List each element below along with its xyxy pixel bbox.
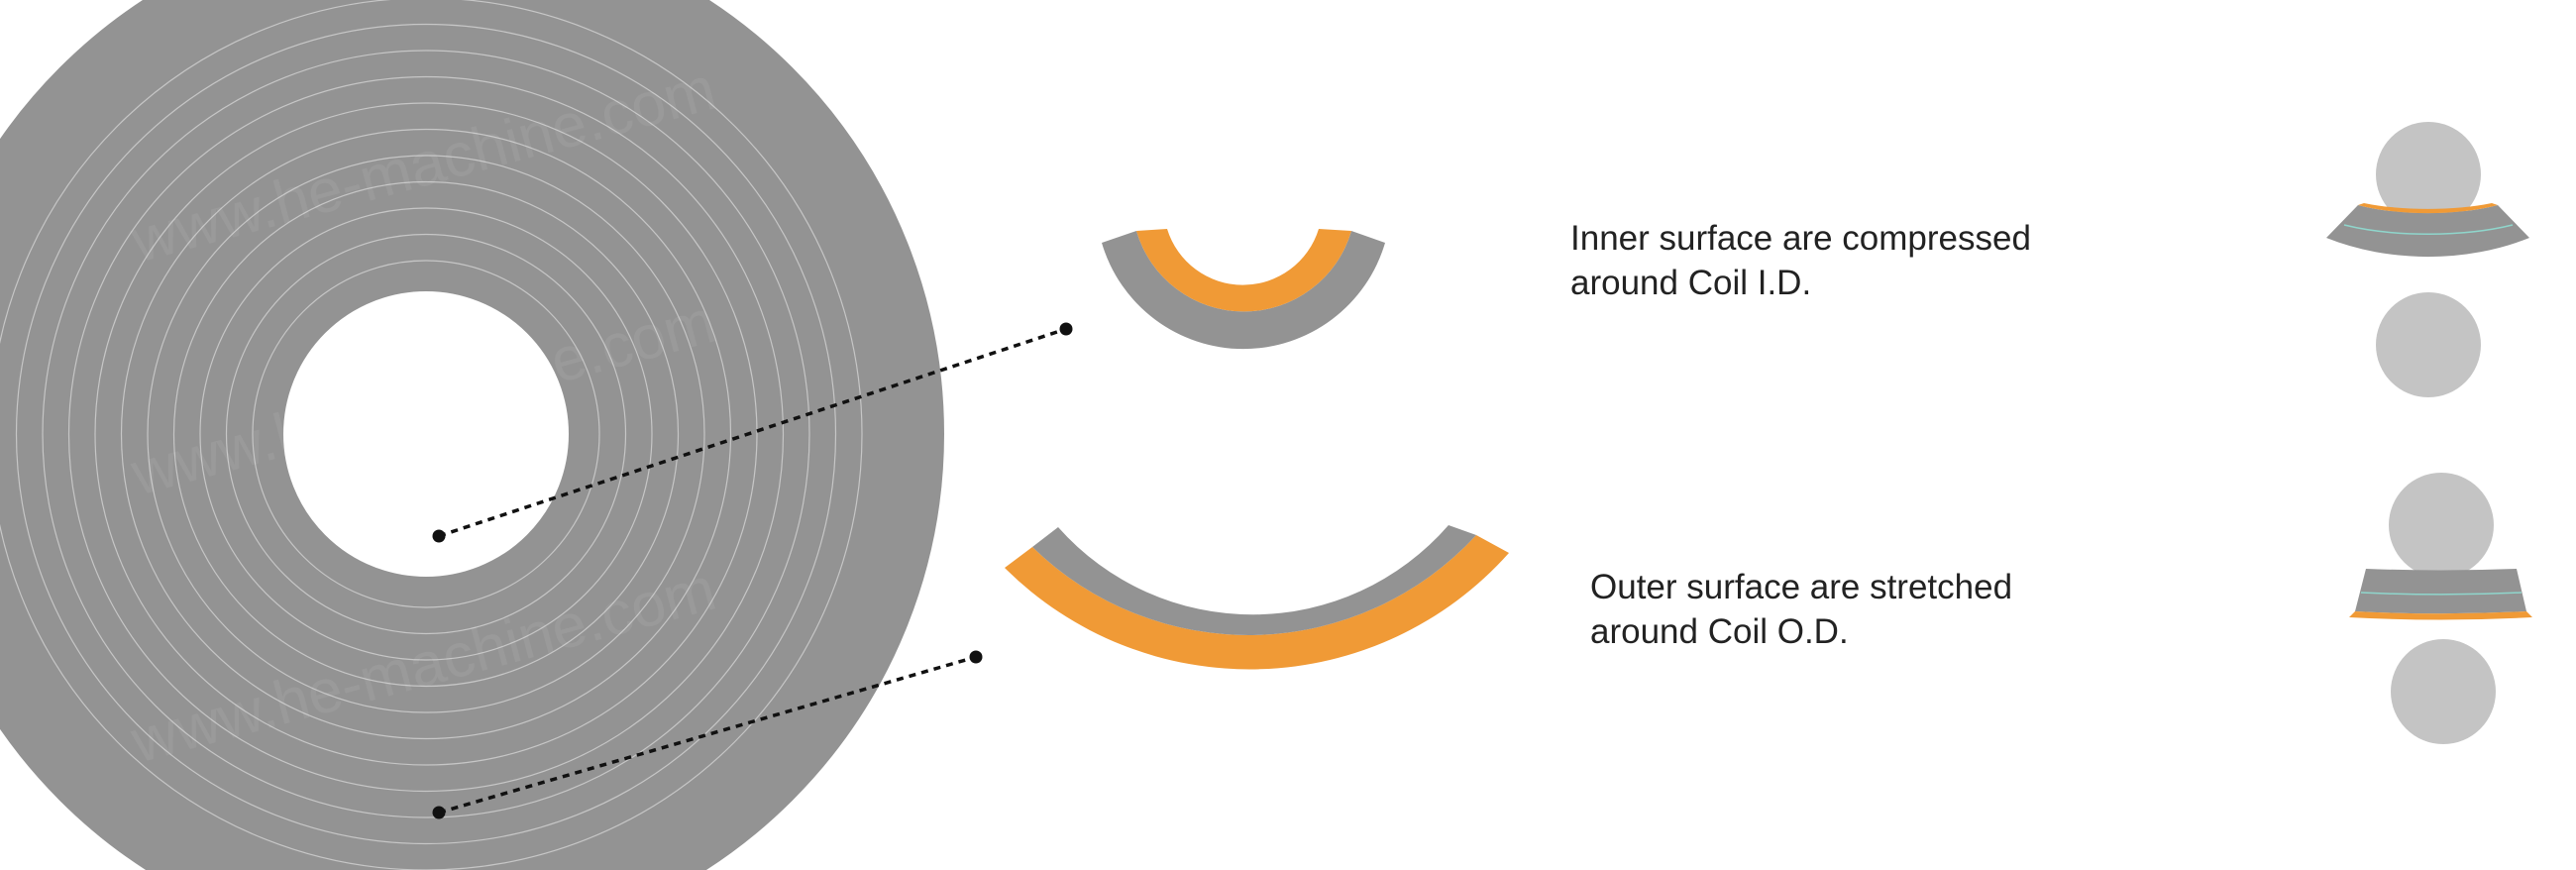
coil-wrap-line [0, 0, 863, 870]
leader-dot-inner-detail [1059, 322, 1073, 336]
leader-dot-outer-detail [969, 650, 983, 664]
roller-bottom [2376, 292, 2481, 397]
watermark-group: www.he-machine.com www.he-machine.com ww… [124, 54, 1813, 777]
roller-top [2376, 122, 2481, 227]
compressed-surface [2358, 203, 2498, 214]
outer-caption-line-2: around Coil O.D. [1590, 612, 1849, 651]
stretched-surface [2349, 611, 2532, 620]
bent-strip [2326, 205, 2529, 258]
leader-line-outer [438, 655, 977, 815]
inner-surface-caption: Inner surface are compressed around Coil… [1570, 216, 2031, 305]
inner-compressed-layer [1136, 229, 1351, 312]
neutral-axis [2360, 592, 2522, 596]
outer-surface-caption: Outer surface are stretched around Coil … [1590, 565, 2012, 654]
inner-caption-line-2: around Coil I.D. [1570, 264, 1812, 302]
coil-wrap-line [42, 50, 810, 818]
inner-strip-segment [1102, 231, 1385, 350]
coil-wrap-line [67, 75, 785, 793]
coil-wrap-line [225, 233, 627, 635]
coil-wrap-line [252, 260, 600, 608]
coil-wrap-line [15, 23, 837, 845]
outer-stretched-layer [1005, 535, 1509, 670]
leader-dot-coil-od [432, 806, 446, 819]
outer-caption-line-1: Outer surface are stretched [1590, 568, 2013, 606]
coil-wraps [0, 0, 863, 870]
coil-wrap-line [199, 207, 653, 661]
leader-dots [432, 322, 1073, 819]
inner-surface-detail [1102, 229, 1385, 350]
coil [0, 0, 944, 870]
roller-bottom [2391, 639, 2496, 744]
inner-caption-line-1: Inner surface are compressed [1570, 219, 2031, 258]
coil-wrap-line [120, 128, 732, 740]
coil-wrap-line [147, 155, 705, 713]
outer-surface-detail [1005, 525, 1509, 670]
leader-lines [438, 327, 1067, 815]
bent-strip [2355, 569, 2526, 614]
coil-wrap-line [172, 180, 680, 688]
coil-wrap-line [94, 102, 758, 766]
roller-figure-compression [2326, 122, 2529, 397]
roller-top [2389, 473, 2494, 578]
roller-figure-stretching [2349, 473, 2532, 744]
neutral-axis [2343, 224, 2514, 235]
outer-strip-segment [1032, 525, 1476, 635]
leader-dot-coil-id [432, 529, 446, 543]
